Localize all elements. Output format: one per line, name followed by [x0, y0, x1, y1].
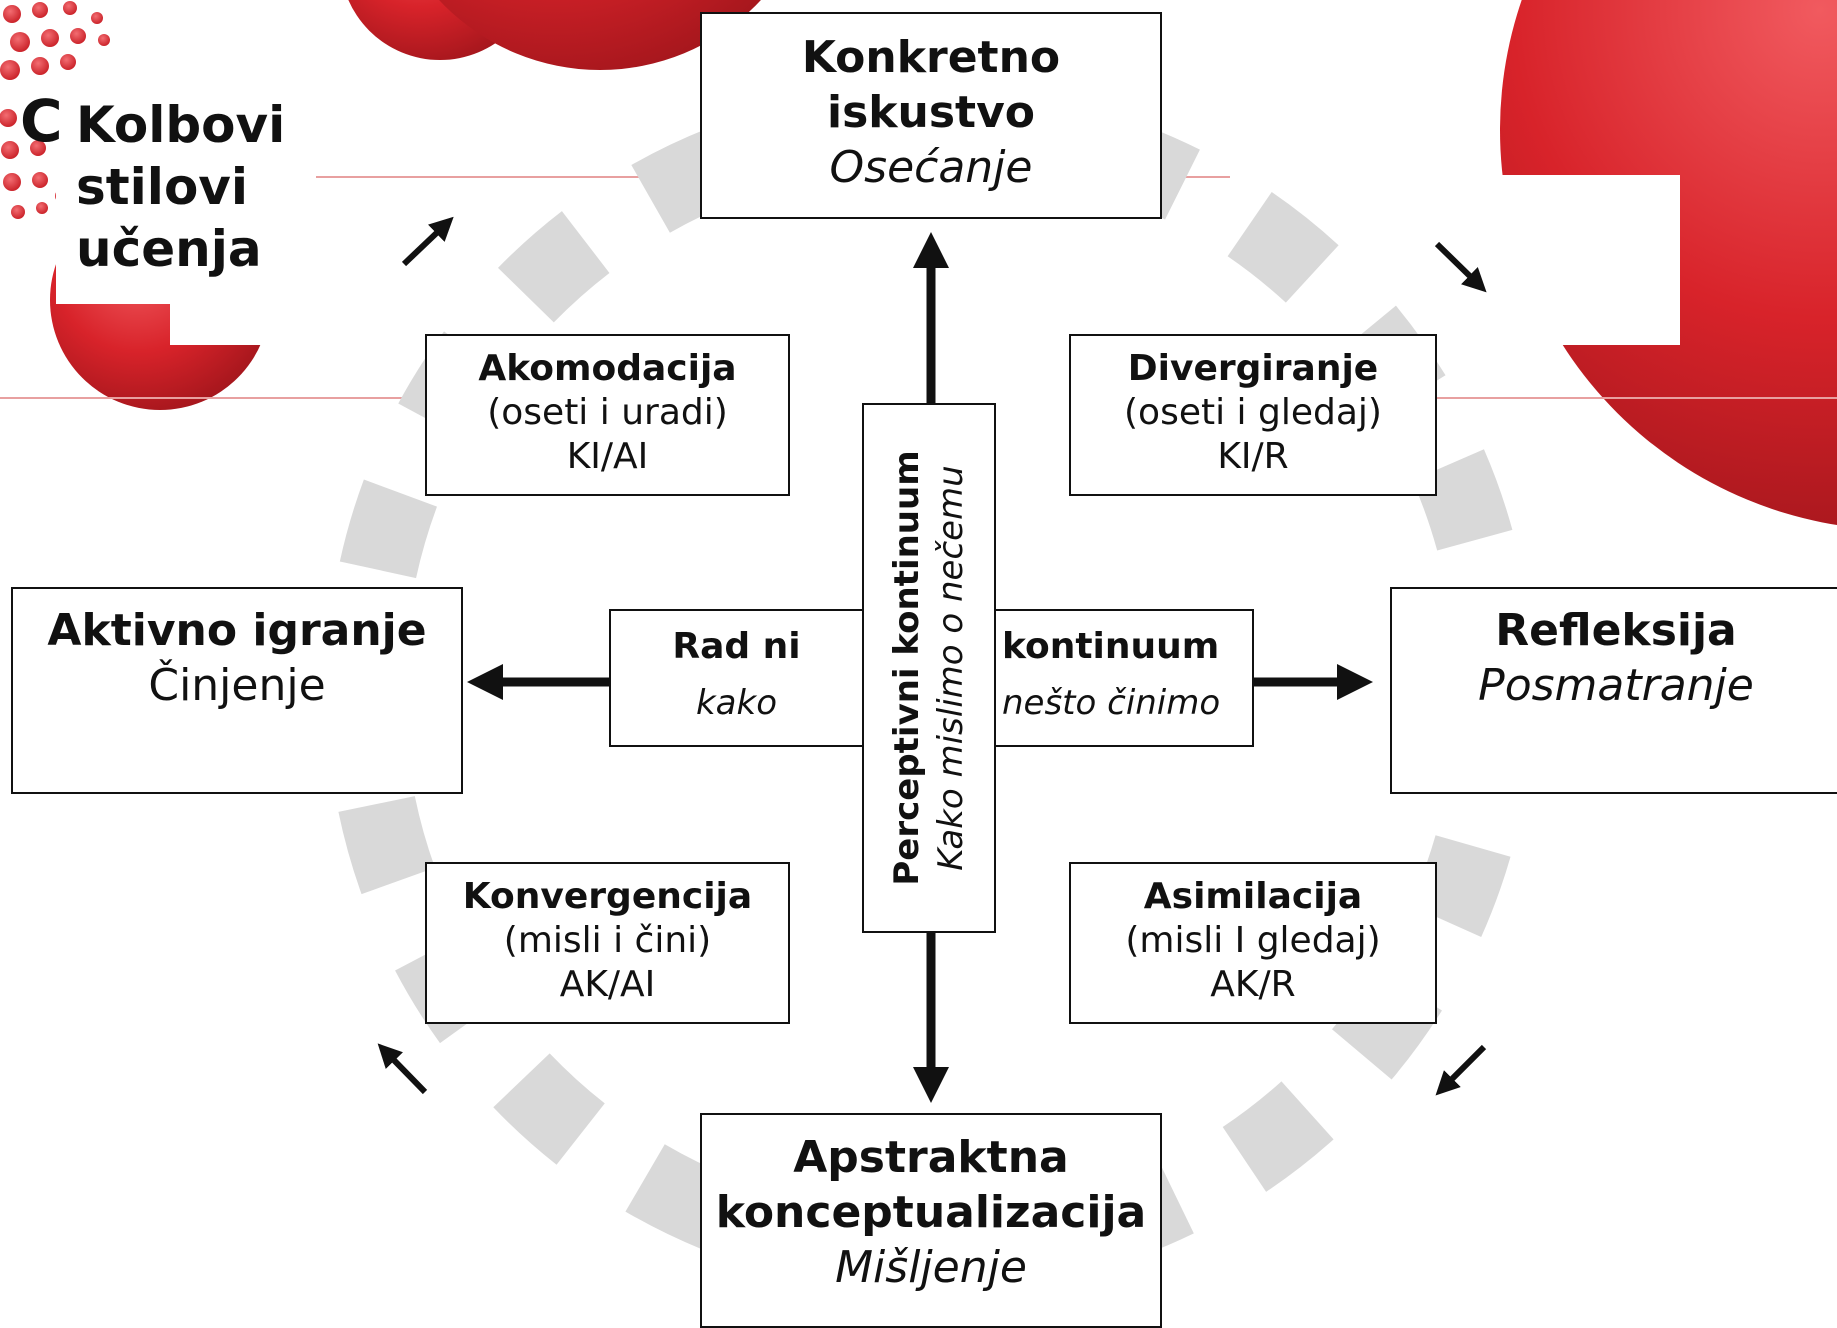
- right-italic: Posmatranje: [1478, 660, 1754, 711]
- right-bold: Refleksija: [1495, 605, 1737, 656]
- quadrant-diverging: Divergiranje (oseti i gledaj) KI/R: [1069, 334, 1437, 496]
- quadrant-converging: Konvergencija (misli i čini) AK/AI: [425, 862, 790, 1024]
- perception-bold: Perceptivni kontinuum: [887, 450, 927, 886]
- reflection-box: Refleksija Posmatranje: [1390, 587, 1837, 794]
- top-italic: Osećanje: [829, 142, 1033, 193]
- arrow-diagonal-br-icon: [1435, 1044, 1487, 1096]
- processing-continuum-left: Rad ni kako: [609, 609, 864, 747]
- arrow-diagonal-bl-icon: [377, 1043, 428, 1095]
- processing-left-italic: kako: [695, 683, 777, 723]
- quadrant-tl-desc: (oseti i uradi): [487, 392, 728, 433]
- active-experimentation-box: Aktivno igranje Činjenje: [11, 587, 463, 794]
- logo-partial-letter: C: [20, 87, 63, 155]
- quadrant-tr-name: Divergiranje: [1127, 348, 1379, 389]
- title-line-2: stilovi: [76, 158, 249, 216]
- title-line-3: učenja: [76, 220, 262, 278]
- bottom-italic: Mišljenje: [835, 1242, 1027, 1293]
- quadrant-assimilating: Asimilacija (misli I gledaj) AK/R: [1069, 862, 1437, 1024]
- processing-left-bold: Rad ni: [672, 626, 801, 667]
- left-normal: Činjenje: [148, 660, 326, 711]
- quadrant-tr-code: KI/R: [1217, 436, 1289, 477]
- processing-right-bold: kontinuum: [1002, 626, 1220, 667]
- bottom-bold-1: Apstraktna: [793, 1132, 1069, 1183]
- quadrant-tr-desc: (oseti i gledaj): [1124, 392, 1382, 433]
- perception-italic: Kako mislimo o nečemu: [931, 465, 971, 871]
- quadrant-br-name: Asimilacija: [1143, 876, 1363, 917]
- quadrant-bl-code: AK/AI: [559, 964, 656, 1005]
- left-bold: Aktivno igranje: [47, 605, 427, 656]
- abstract-conceptualization-box: Apstraktna konceptualizacija Mišljenje: [700, 1113, 1162, 1328]
- page-title: Kolbovi stilovi učenja: [56, 94, 316, 304]
- arrow-diagonal-tl-icon: [401, 216, 454, 267]
- quadrant-tl-code: KI/AI: [566, 436, 649, 477]
- title-line-1: Kolbovi: [76, 96, 286, 154]
- concrete-experience-box: Konkretno iskustvo Osećanje: [700, 12, 1162, 219]
- quadrant-tl-name: Akomodacija: [478, 348, 737, 389]
- quadrant-accommodating: Akomodacija (oseti i uradi) KI/AI: [425, 334, 790, 496]
- top-bold-2: iskustvo: [827, 87, 1035, 138]
- processing-continuum-right: kontinuum nešto činimo: [992, 609, 1254, 747]
- quadrant-br-code: AK/R: [1210, 964, 1296, 1005]
- logo-dots-icon: [0, 1, 110, 219]
- quadrant-bl-name: Konvergencija: [462, 876, 753, 917]
- top-bold-1: Konkretno: [801, 32, 1061, 83]
- quadrant-br-desc: (misli I gledaj): [1125, 920, 1381, 961]
- perception-continuum-box: Perceptivni kontinuum Kako mislimo o neč…: [862, 403, 996, 933]
- quadrant-bl-desc: (misli i čini): [503, 920, 712, 961]
- bottom-bold-2: konceptualizacija: [715, 1187, 1147, 1238]
- processing-right-italic: nešto činimo: [1002, 683, 1221, 723]
- arrow-diagonal-tr-icon: [1434, 241, 1487, 293]
- perception-continuum-text: Perceptivni kontinuum Kako mislimo o neč…: [885, 418, 973, 918]
